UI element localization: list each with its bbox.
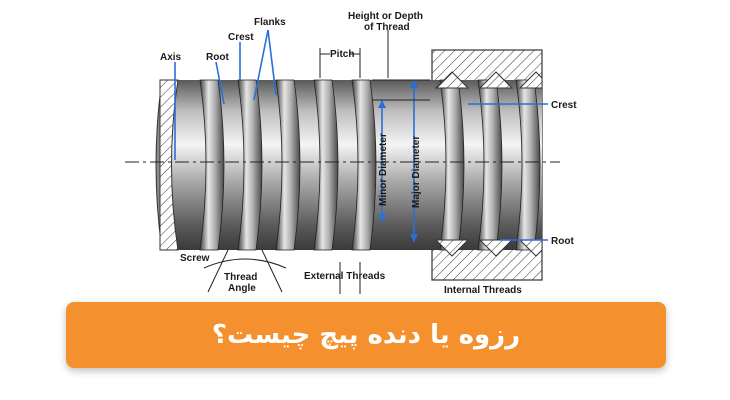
shaft-cut-section	[159, 79, 179, 251]
thread-ridge	[237, 79, 263, 251]
pitch-label: Pitch	[330, 49, 354, 60]
axis-label: Axis	[160, 52, 182, 63]
screw-label: Screw	[180, 253, 210, 264]
minor-diameter-label: Minor Diameter	[378, 133, 389, 206]
leader-lines	[174, 29, 548, 242]
internal-threads-label: Internal Threads	[444, 285, 522, 296]
thread-angle-label-line1: Thread	[224, 272, 257, 283]
external-threads-label: External Threads	[304, 271, 386, 282]
screw-threads	[199, 79, 541, 251]
crest-right-label: Crest	[551, 100, 577, 111]
root-right-label: Root	[551, 236, 574, 247]
thread-ridge	[351, 79, 377, 251]
root-left-label: Root	[206, 52, 229, 63]
height-label-line2: of Thread	[364, 22, 410, 33]
banner-title: رزوه یا دنده پیچ چیست؟	[211, 320, 521, 350]
flanks-label: Flanks	[254, 17, 286, 28]
thread-ridge	[199, 79, 225, 251]
major-diameter-label: Major Diameter	[411, 136, 422, 208]
nut-teeth	[434, 71, 543, 257]
thread-ridge	[313, 79, 339, 251]
title-banner: رزوه یا دنده پیچ چیست؟	[66, 302, 666, 368]
arrowheads	[378, 80, 418, 242]
dimension-lines	[203, 30, 430, 294]
thread-ridge	[275, 79, 301, 251]
screw-thread-diagram: Axis Root Crest Flanks Pitch Height or D…	[125, 11, 577, 296]
thread-angle-label-line2: Angle	[228, 283, 256, 294]
crest-left-label: Crest	[228, 32, 254, 43]
screw-shaft	[155, 79, 542, 251]
height-label-line1: Height or Depth	[348, 11, 423, 22]
